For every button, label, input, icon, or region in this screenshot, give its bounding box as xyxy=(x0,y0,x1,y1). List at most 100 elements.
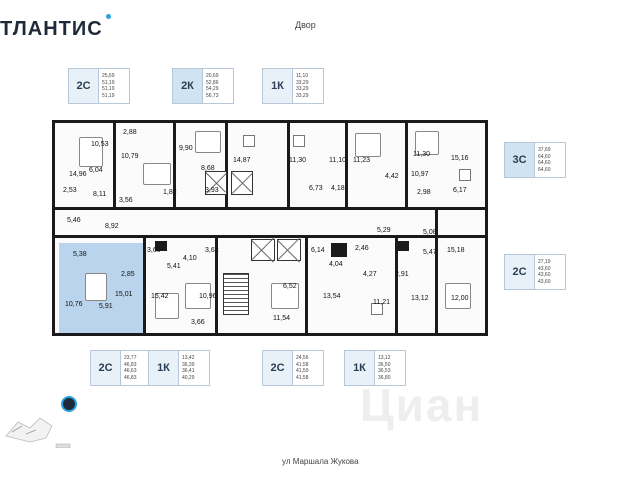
room-area: 6,17 xyxy=(453,187,467,194)
bed xyxy=(445,283,471,309)
room-area: 11,10 xyxy=(329,157,346,164)
room-area: 3,93 xyxy=(205,187,219,194)
area-value: 33,29 xyxy=(295,92,309,99)
area-value: 52,86 xyxy=(205,79,219,86)
partition-wall xyxy=(143,235,146,333)
partition-wall xyxy=(395,235,398,333)
area-value: 41,58 xyxy=(295,361,309,368)
apartment-type: 3С xyxy=(505,143,535,177)
room-area: 3,62 xyxy=(205,247,219,254)
dining-table xyxy=(293,135,305,147)
area-value: 46,83 xyxy=(123,374,137,381)
room-area: 14,96 xyxy=(69,171,87,178)
bed xyxy=(195,131,221,153)
apartment-type: 1К xyxy=(263,69,293,103)
room-area: 4,27 xyxy=(363,271,377,278)
area-value: 64,60 xyxy=(537,166,551,173)
apartment-type: 2С xyxy=(91,351,121,385)
dining-table xyxy=(371,303,383,315)
bed xyxy=(355,133,381,157)
floor-plan: 14,96 10,53 2,88 9,90 14,87 11,30 11,10 … xyxy=(52,120,488,336)
site-minimap xyxy=(5,417,71,448)
area-value: 43,60 xyxy=(537,278,551,285)
shaft-block xyxy=(155,241,167,251)
apartment-type: 2С xyxy=(69,69,99,103)
area-value: 41,59 xyxy=(295,368,309,374)
area-value: 43,60 xyxy=(537,265,551,272)
room-area: 5,47 xyxy=(423,249,437,256)
brand-name: ТЛАНТИС xyxy=(0,18,103,40)
courtyard-label: Двор xyxy=(295,20,316,30)
area-value: 40,29 xyxy=(181,374,195,381)
area-value: 64,60 xyxy=(537,153,551,160)
shaft-block xyxy=(331,243,347,257)
room-area: 14,87 xyxy=(233,157,251,164)
room-area: 11,23 xyxy=(353,157,370,164)
apartment-type: 2С xyxy=(263,351,293,385)
partition-wall xyxy=(173,123,176,207)
area-value: 24,56 xyxy=(295,355,309,361)
compass-icon xyxy=(61,396,77,412)
apartment-type: 2С xyxy=(505,255,535,289)
corridor-wall xyxy=(55,235,485,238)
area-value: 13,42 xyxy=(181,355,195,361)
area-value: 51,19 xyxy=(101,86,115,92)
area-value: 23,77 xyxy=(123,355,137,361)
area-value: 51,19 xyxy=(101,92,115,99)
room-area: 15,16 xyxy=(451,155,469,162)
room-area: 10,79 xyxy=(121,153,139,160)
staircase xyxy=(223,273,249,315)
partition-wall xyxy=(435,207,438,333)
room-area: 11,54 xyxy=(273,315,290,322)
partition-wall xyxy=(345,123,348,207)
room-area: 3,56 xyxy=(119,197,133,204)
area-value: 41,58 xyxy=(295,374,309,381)
area-value: 33,29 xyxy=(295,86,309,92)
room-area: 5,41 xyxy=(167,263,181,270)
area-value: 20,69 xyxy=(205,73,219,79)
watermark: Циан xyxy=(360,379,484,431)
partition-wall xyxy=(215,235,218,333)
room-area: 11,30 xyxy=(289,157,306,164)
room-area: 5,08 xyxy=(423,229,437,236)
room-area: 4,04 xyxy=(329,261,343,268)
brand-logo: ТЛАНТИС xyxy=(0,14,111,41)
area-value: 33,29 xyxy=(295,79,309,86)
bed xyxy=(415,131,439,155)
bed xyxy=(85,273,107,301)
area-value: 36,80 xyxy=(377,374,391,381)
room-area: 4,42 xyxy=(385,173,399,180)
room-area: 6,14 xyxy=(311,247,325,254)
area-value: 36,53 xyxy=(377,368,391,374)
area-value: 64,60 xyxy=(537,160,551,166)
elevator-shaft xyxy=(205,171,227,195)
room-area: 11,21 xyxy=(373,299,390,306)
area-value: 36,39 xyxy=(181,361,195,368)
room-area: 3,66 xyxy=(191,319,205,326)
room-area: 15,18 xyxy=(447,247,465,254)
room-area: 12,00 xyxy=(451,295,469,302)
area-value: 11,10 xyxy=(295,73,309,79)
room-area: 2,91 xyxy=(395,271,409,278)
area-value: 36,41 xyxy=(181,368,195,374)
elevator-shaft xyxy=(231,171,253,195)
partition-wall xyxy=(287,123,290,207)
apartment-type: 1К xyxy=(345,351,375,385)
bed xyxy=(271,283,299,309)
room-area: 2,85 xyxy=(121,271,135,278)
room-area: 5,29 xyxy=(377,227,391,234)
